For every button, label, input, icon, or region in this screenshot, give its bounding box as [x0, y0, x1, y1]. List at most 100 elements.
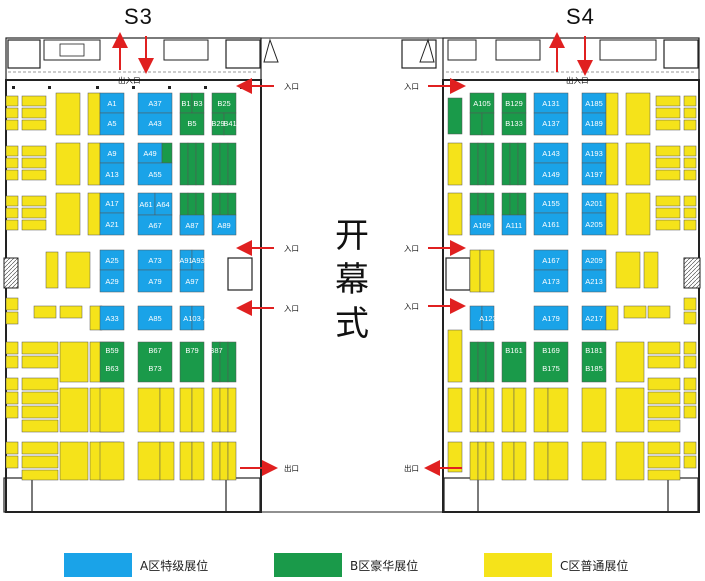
booth-id-label: A64 — [156, 200, 169, 209]
legend-label-c: C区普通展位 — [560, 558, 629, 573]
booth-id-label: A29 — [105, 277, 118, 286]
booth-id-label: B181 — [585, 346, 603, 355]
booth-id-label: A21 — [105, 220, 118, 229]
booth[interactable] — [99, 212, 125, 236]
entrance-label: 入口 — [284, 304, 299, 313]
booth-id-label: B185 — [585, 364, 603, 373]
hall-title-s4: S4 — [566, 4, 595, 29]
booth-id-label: A87 — [185, 221, 198, 230]
entrance-label: 入口 — [284, 244, 299, 253]
exit-label: 出口 — [284, 463, 299, 473]
legend-swatch-c — [484, 553, 552, 577]
ceremony-char: 幕 — [335, 260, 369, 300]
booth-id-label: A105 — [473, 99, 491, 108]
booth-id-label: A107 — [203, 314, 221, 323]
booth-id-label: B1 — [181, 99, 190, 108]
booth-id-label: A185 — [585, 99, 603, 108]
booth-id-label: A33 — [105, 314, 118, 323]
entrance-label: 出入口 — [118, 75, 141, 85]
booth-id-label: B133 — [505, 119, 523, 128]
booth-id-label: A193 — [585, 149, 603, 158]
booth-id-label: A79 — [148, 277, 161, 286]
booth-id-label: A189 — [585, 119, 603, 128]
booth-id-label: A167 — [542, 256, 560, 265]
exit-label: 出口 — [404, 463, 419, 473]
legend-swatch-a — [64, 553, 132, 577]
booth-id-label: A97 — [185, 277, 198, 286]
booth-id-label: A17 — [105, 199, 118, 208]
booth[interactable] — [137, 214, 173, 236]
booth-id-label: B67 — [148, 346, 161, 355]
entrance-label: 入口 — [284, 82, 299, 91]
hall-s3 — [3, 37, 279, 513]
booth-id-label: B161 — [505, 346, 523, 355]
booth-id-label: A103 — [183, 314, 201, 323]
booth-id-label: B73 — [148, 364, 161, 373]
booth-id-label: A127 — [505, 314, 523, 323]
booth-id-label: A13 — [105, 170, 118, 179]
booth-id-label: A5 — [107, 119, 116, 128]
booth[interactable] — [99, 162, 125, 186]
booth-id-label: A201 — [585, 199, 603, 208]
booth-id-label: B41 — [223, 119, 236, 128]
booth[interactable] — [137, 162, 173, 186]
ceremony-char: 开 — [335, 216, 369, 256]
booth-id-label: A213 — [585, 277, 603, 286]
entrance-label: 入口 — [404, 244, 419, 253]
booth-id-label: B175 — [542, 364, 560, 373]
booth-id-label: A1 — [107, 99, 116, 108]
booth-id-label: A173 — [542, 277, 560, 286]
booth-id-label: A61 — [139, 200, 152, 209]
legend-item-b: B区豪华展位 — [274, 553, 418, 577]
hall-title-s3: S3 — [124, 4, 153, 29]
booth-id-label: A9 — [107, 149, 116, 158]
booth-id-label: A143 — [542, 149, 560, 158]
booth-id-label: A117 — [498, 277, 515, 286]
booth[interactable] — [137, 269, 173, 293]
booth-id-label: A209 — [585, 256, 603, 265]
booth-id-label: B79 — [185, 346, 198, 355]
legend-swatch-b — [274, 553, 342, 577]
booth-id-label: A67 — [148, 221, 161, 230]
booth-id-label: B59 — [105, 346, 118, 355]
booth-id-label: A179 — [542, 314, 560, 323]
booth-id-label: A113 — [498, 256, 515, 265]
legend-label-a: A区特级展位 — [140, 558, 209, 573]
booth-id-label: B3 — [193, 99, 202, 108]
booth-id-label: A155 — [542, 199, 560, 208]
booth[interactable] — [99, 112, 125, 136]
booth-id-label: A197 — [585, 170, 603, 179]
booth-id-label: A37 — [148, 99, 161, 108]
hall-s4 — [401, 37, 701, 513]
booth-id-label: A89 — [217, 221, 230, 230]
booth-id-label: A137 — [542, 119, 560, 128]
booth[interactable] — [99, 269, 125, 293]
booth-id-label: B63 — [105, 364, 118, 373]
booth-id-label: A111 — [506, 221, 522, 230]
entrance-label: 入口 — [404, 82, 419, 91]
booth-id-label: A43 — [148, 119, 161, 128]
booth-id-label: A91 — [179, 256, 192, 265]
booth-id-label: A131 — [542, 99, 560, 108]
booth-id-label: A123 — [479, 314, 497, 323]
legend-item-a: A区特级展位 — [64, 553, 208, 577]
booth-id-label: B5 — [187, 119, 196, 128]
booth-id-label: B29 — [211, 119, 224, 128]
legend-item-c: C区普通展位 — [484, 553, 628, 577]
booth-id-label: A85 — [148, 314, 161, 323]
booth-id-label: A25 — [105, 256, 118, 265]
booth[interactable] — [137, 305, 173, 331]
entrance-label: 出入口 — [566, 75, 589, 85]
booth[interactable] — [99, 305, 125, 331]
ceremony-label: 开 幕 式 — [332, 214, 372, 346]
entrance-label: 入口 — [404, 302, 419, 311]
booth-id-label: B129 — [505, 99, 523, 108]
booth-id-label: A73 — [148, 256, 161, 265]
booth-group-a-col1 — [99, 92, 125, 331]
booth-id-label: B169 — [542, 346, 560, 355]
ceremony-char: 式 — [335, 304, 369, 344]
booth-id-label: A161 — [542, 220, 560, 229]
booth-id-label: B87 — [209, 346, 222, 355]
booth-id-label: A55 — [148, 170, 161, 179]
booth[interactable] — [137, 112, 173, 136]
